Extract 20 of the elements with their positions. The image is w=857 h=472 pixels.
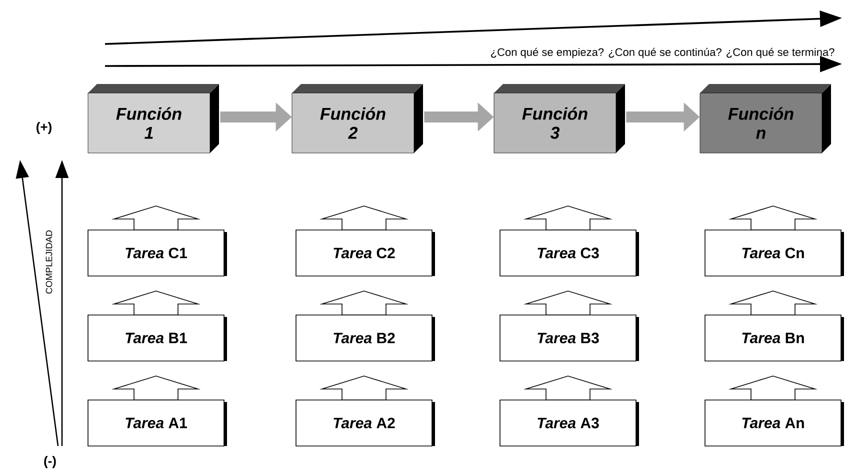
task-box: Tarea A2 [296,376,435,446]
task-box: Tarea A3 [500,376,639,446]
function-block: Función 1 [88,84,219,154]
function-block: Función 3 [494,84,625,154]
task-box: Tarea C1 [88,206,227,276]
sign-label: (+) [36,122,52,134]
task-box: Tarea B1 [88,290,227,362]
task-box: Tarea C3 [500,206,639,276]
task-box: Tarea B2 [296,290,435,362]
axis-label: COMPLEJIDAD [46,230,52,294]
task-box: Tarea C2 [296,206,435,276]
task-box: Tarea B3 [500,290,639,362]
task-box: Tarea An [704,376,844,446]
sign-label: (-) [44,456,56,468]
task-box: Tarea Bn [704,290,844,362]
question-text: ¿Con qué se empieza? ¿Con qué se continúa? ¿Con qué se termina? [491,48,834,58]
task-box: Tarea A1 [88,376,227,446]
function-block: Función n [700,84,831,154]
function-block: Función 2 [292,84,423,154]
task-box: Tarea Cn [704,206,844,276]
